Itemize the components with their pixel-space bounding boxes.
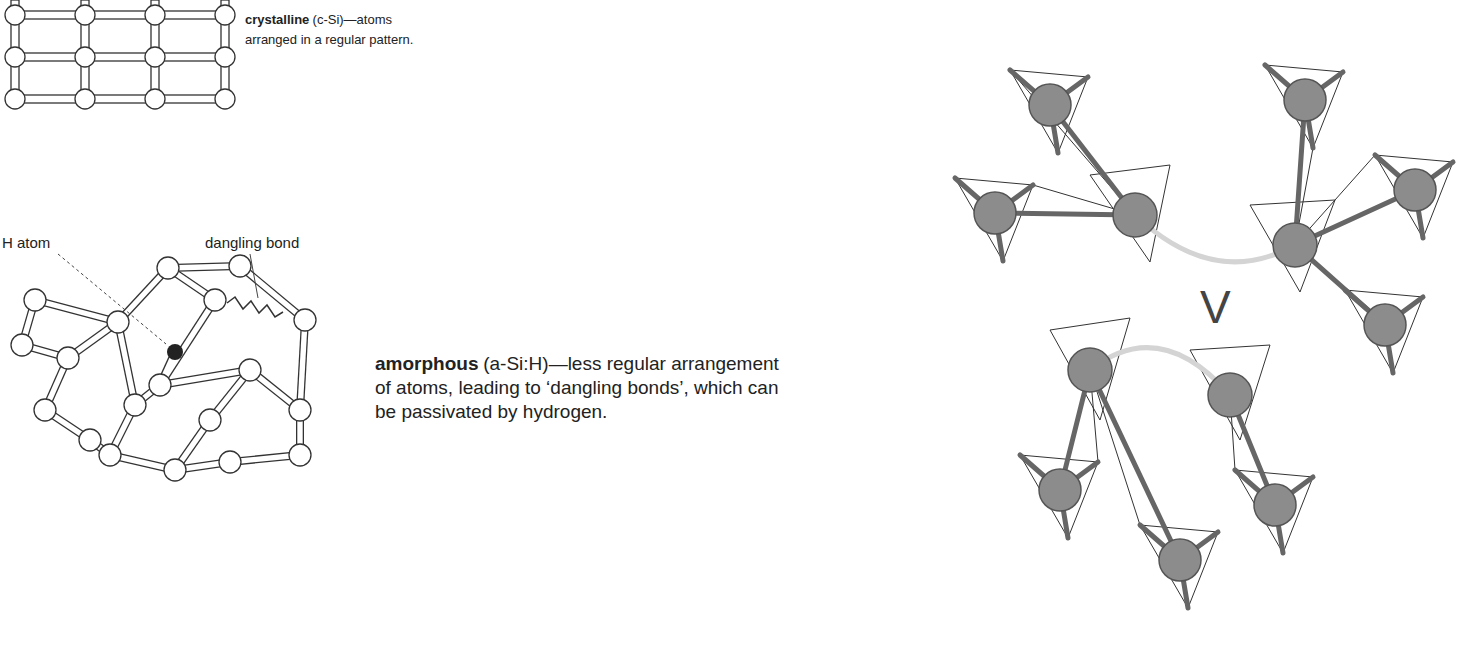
crystal-atoms [5, 5, 235, 109]
crystal-lattice [11, 0, 229, 103]
amorphous-caption: amorphous(a-Si:H)—less regular arrangeme… [375, 352, 795, 424]
amorphous-atoms [11, 255, 316, 481]
vacancy-label: V [1200, 280, 1231, 334]
term-heading: amorphous [375, 353, 478, 374]
crystalline-caption: crystalline(c-Si)—atoms arranged in a re… [245, 10, 425, 50]
leader-line [250, 254, 258, 298]
callout-label: dangling bond [205, 234, 299, 251]
callout-label: H atom [2, 234, 50, 251]
hydrogen-atom [167, 344, 183, 360]
dangling-bond [227, 297, 283, 317]
vacancy-illustration [955, 65, 1453, 608]
term-heading: crystalline [245, 12, 309, 27]
leader-line [58, 254, 166, 344]
amorphous-network [22, 266, 305, 470]
